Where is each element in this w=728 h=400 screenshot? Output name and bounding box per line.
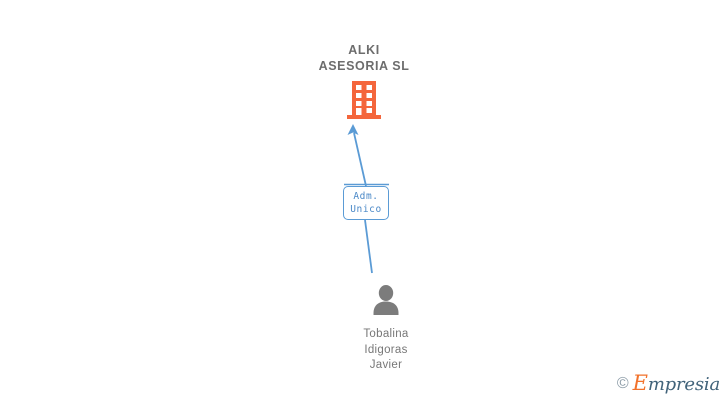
copyright-icon: © (616, 374, 629, 392)
connector-role-to-person (364, 219, 373, 274)
building-icon (347, 81, 381, 119)
watermark[interactable]: © Empresia (617, 373, 720, 394)
person-name-label: Tobalina Idigoras Javier (363, 328, 409, 371)
brand-logo: Empresia (632, 371, 721, 395)
brand-rest: mpresia (647, 374, 720, 395)
arrow-up-icon (347, 124, 359, 135)
person-node[interactable]: Tobalina Idigoras Javier (311, 285, 461, 374)
role-box-adm-unico[interactable]: Adm. Unico (343, 186, 389, 220)
company-icon-wrap (264, 81, 464, 121)
connector-role-to-company (353, 132, 367, 187)
brand-initial: E (632, 371, 648, 395)
person-icon (373, 285, 399, 315)
person-icon-wrap (311, 285, 461, 317)
company-node[interactable]: ALKI ASESORIA SL (264, 42, 464, 121)
company-name-label: ALKI ASESORIA SL (318, 43, 410, 73)
